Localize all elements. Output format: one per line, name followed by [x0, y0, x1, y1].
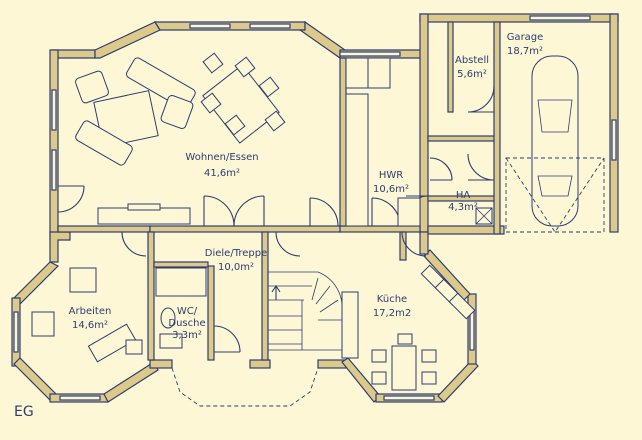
- room-abstell-name: Abstell: [455, 55, 489, 66]
- room-wohnen-name: Wohnen/Essen: [185, 152, 258, 163]
- arbeiten-furniture: [31, 267, 143, 363]
- room-hwr-name: HWR: [379, 170, 403, 181]
- room-kueche-area: 17,2m2: [373, 308, 411, 319]
- room-wc-area: 3,3m²: [172, 330, 202, 341]
- interior-walls: [57, 21, 501, 361]
- floor-label: EG: [14, 404, 34, 420]
- room-arbeiten-name: Arbeiten: [69, 306, 112, 317]
- living-furniture: [75, 52, 286, 225]
- room-arbeiten-area: 14,6m²: [72, 320, 108, 331]
- room-hwr-area: 10,6m²: [373, 184, 409, 195]
- room-wohnen-area: 41,6m²: [204, 168, 240, 179]
- room-diele-area: 10,0m²: [218, 262, 254, 273]
- room-garage-area: 18,7m²: [507, 46, 543, 57]
- room-ha-name: HA: [456, 190, 471, 201]
- room-diele-name: Diele/Treppe: [205, 248, 267, 259]
- garage-car: [505, 55, 605, 233]
- room-wc-name2: Dusche: [168, 318, 205, 329]
- windows: [13, 15, 617, 401]
- room-garage-name: Garage: [507, 32, 544, 43]
- room-wc-name: WC/: [177, 306, 198, 317]
- ha-fixture: [475, 207, 493, 225]
- room-abstell-area: 5,6m²: [457, 69, 487, 80]
- hwr-fixtures: [345, 57, 421, 227]
- room-kueche-name: Küche: [377, 294, 407, 305]
- kueche-furniture: [341, 264, 476, 391]
- wc-fixtures: [155, 267, 207, 349]
- staircase: [267, 271, 343, 351]
- doors: [57, 85, 495, 353]
- bay-window-outline: [171, 367, 319, 407]
- room-labels: Wohnen/Essen 41,6m² HWR 10,6m² Abstell 5…: [14, 32, 543, 420]
- room-ha-area: 4,3m²: [448, 202, 478, 213]
